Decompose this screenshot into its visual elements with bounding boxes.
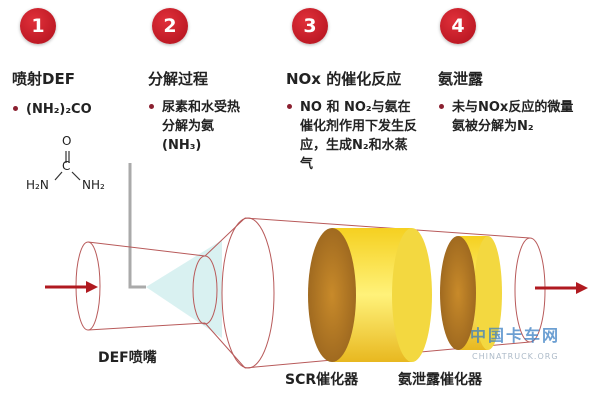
step-3-badge: 3 xyxy=(292,8,328,44)
step-4-title: 氨泄露 xyxy=(438,70,484,88)
urea-o: O xyxy=(62,134,72,148)
urea-left: H₂N xyxy=(26,178,49,192)
urea-structure xyxy=(54,151,81,181)
step-2-badge: 2 xyxy=(152,8,188,44)
step-3-title: NOx 的催化反应 xyxy=(286,70,402,88)
ammonia-slip-catalyst-label: 氨泄露催化器 xyxy=(398,372,482,388)
inlet-arrow xyxy=(45,281,98,293)
watermark-url: CHINATRUCK.ORG xyxy=(472,352,559,361)
step-4-badge: 4 xyxy=(440,8,476,44)
watermark-logo: 中国卡车网 xyxy=(470,326,561,345)
outlet-arrow xyxy=(535,282,588,294)
exhaust-pipe xyxy=(75,217,531,369)
step-2-title: 分解过程 xyxy=(148,70,209,88)
def-nozzle-label: DEF喷嘴 xyxy=(98,350,157,366)
step-2-bullet: 尿素和水受热分解为氨(NH₃) xyxy=(148,98,250,155)
step-3-bullet: NO 和 NO₂与氨在催化剂作用下发生反应，生成N₂和水蒸气 xyxy=(286,98,420,174)
injector-pipe xyxy=(128,163,146,289)
ammonia-slip-catalyst xyxy=(440,236,502,350)
step-1-badge: 1 xyxy=(20,8,56,44)
scr-catalyst xyxy=(308,228,432,362)
urea-right: NH₂ xyxy=(82,178,105,192)
scr-catalyst-label: SCR催化器 xyxy=(285,372,359,388)
step-1-title: 喷射DEF xyxy=(12,70,75,88)
spray-cone xyxy=(146,240,222,338)
step-4-bullet: 未与NOx反应的微量氨被分解为N₂ xyxy=(438,98,582,136)
urea-c: C xyxy=(62,159,71,173)
step-1-bullet: (NH₂)₂CO xyxy=(12,100,136,119)
